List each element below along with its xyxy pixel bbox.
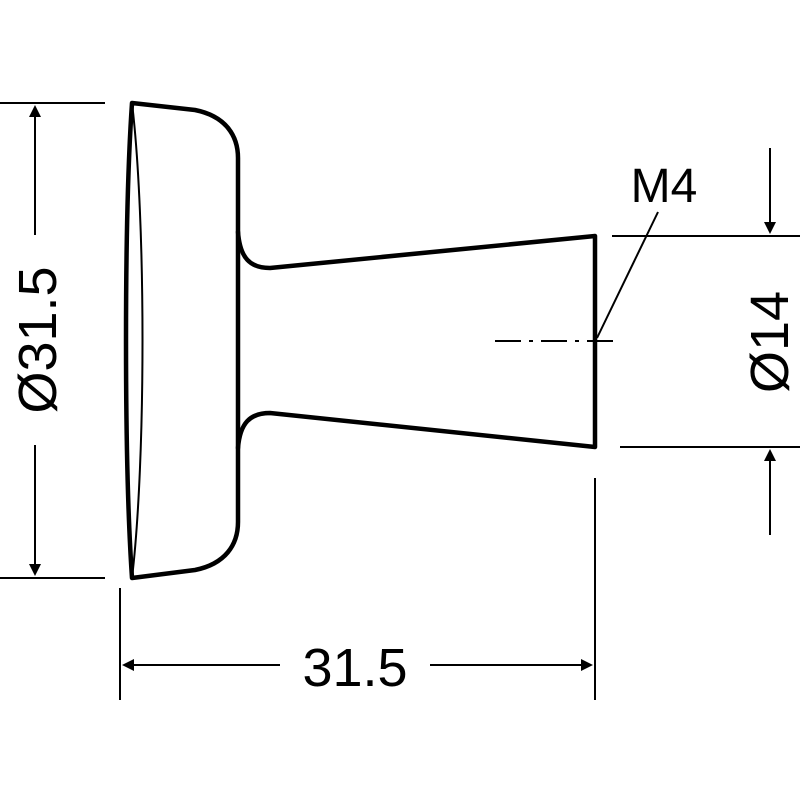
knob-head-outline [123, 100, 241, 581]
head-diameter-label: Ø31.5 [8, 266, 68, 413]
thread-leader-line [596, 211, 659, 339]
stem-diameter-label: Ø14 [740, 291, 800, 393]
overall-length-label: 31.5 [302, 638, 407, 698]
thread-callout-label: M4 [631, 160, 698, 213]
knob-face-line [131, 102, 144, 579]
